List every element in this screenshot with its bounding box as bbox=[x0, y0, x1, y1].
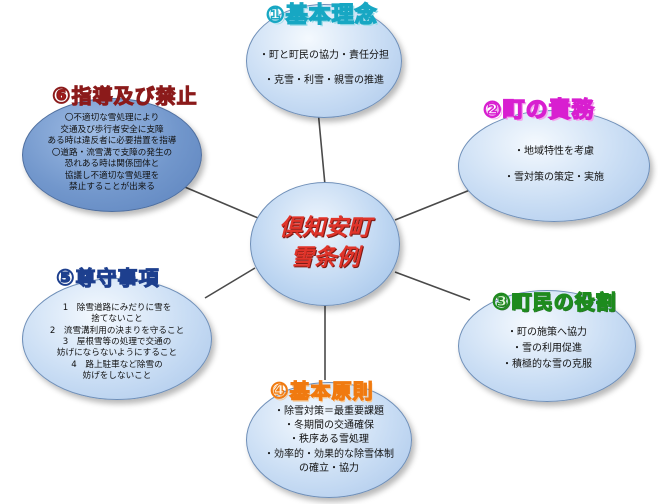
section-number: ③ bbox=[491, 289, 512, 315]
section-bubble-s3: ・町の施策へ協力 ・雪の利用促進 ・積極的な雪の克服 bbox=[458, 290, 636, 402]
connector-to-s5 bbox=[204, 267, 256, 299]
section-item: ・効率的・効果的な除雪体制 bbox=[264, 448, 394, 460]
section-item: 禁止することが出来る bbox=[69, 182, 155, 193]
section-item: ・町と町民の協力・責任分担 bbox=[259, 50, 389, 61]
section-item: 〇道路・流雪溝で支障の発生の bbox=[51, 147, 173, 158]
section-item: ・町の施策へ協力 bbox=[507, 327, 587, 338]
section-heading-s6: ⑥指導及び禁止 bbox=[51, 80, 198, 109]
section-item: 恐れある時は関係団体と bbox=[64, 159, 160, 170]
section-title: 尊守事項 bbox=[75, 265, 160, 290]
section-items-s6: 〇不適切な雪処理により 交通及び歩行者安全に支障 ある時は違反者に必要措置を指導… bbox=[23, 113, 201, 194]
connector-to-s6 bbox=[179, 184, 259, 219]
section-items-s2: ・地域特性を考慮 ・雪対策の策定・実施 bbox=[459, 139, 649, 191]
section-title: 基本理念 bbox=[285, 2, 378, 28]
section-item: 〇不適切な雪処理により bbox=[64, 113, 160, 123]
section-heading-s2: ②町の責務 bbox=[482, 92, 595, 124]
section-title: 町民の役割 bbox=[511, 289, 617, 314]
section-item: 3 屋根雪等の処理で交通の bbox=[62, 337, 172, 348]
center-bubble: 倶知安町 雪条例 bbox=[250, 182, 400, 306]
section-items-s3: ・町の施策へ協力 ・雪の利用促進 ・積極的な雪の克服 bbox=[459, 325, 635, 373]
connector-to-s1 bbox=[317, 109, 326, 186]
section-item: ある時は違反者に必要措置を指導 bbox=[47, 136, 177, 147]
section-heading-s1: ①基本理念 bbox=[265, 0, 378, 29]
section-item: ・雪の利用促進 bbox=[512, 343, 582, 354]
section-number: ④ bbox=[269, 378, 290, 404]
section-title: 基本原則 bbox=[289, 378, 374, 403]
section-item: 2 流雪溝利用の決まりを守ること bbox=[49, 325, 185, 336]
section-item: ・積極的な雪の克服 bbox=[502, 359, 592, 370]
section-item: 協議し不適切な雪処理を bbox=[64, 170, 160, 181]
section-items-s5: 1 除雪道路にみだりに雪を 捨てないこと 2 流雪溝利用の決まりを守ること 3 … bbox=[23, 303, 211, 382]
section-bubble-s5: 1 除雪道路にみだりに雪を 捨てないこと 2 流雪溝利用の決まりを守ること 3 … bbox=[22, 278, 212, 400]
section-number: ⑤ bbox=[55, 265, 76, 291]
section-heading-s4: ④基本原則 bbox=[269, 375, 374, 404]
section-item: 妨げにならないようにすること bbox=[56, 348, 178, 359]
section-bubble-s1: ・町と町民の協力・責任分担 ・克雪・利雪・親雪の推進 bbox=[246, 4, 402, 118]
section-item: 捨てないこと bbox=[91, 314, 143, 325]
section-item: 4 路上駐車など除雪の bbox=[71, 359, 163, 370]
section-items-s1: ・町と町民の協力・責任分担 ・克雪・利雪・親雪の推進 bbox=[247, 43, 401, 93]
section-title: 指導及び禁止 bbox=[71, 83, 198, 108]
section-heading-s5: ⑤尊守事項 bbox=[55, 262, 160, 291]
section-title: 町の責務 bbox=[502, 97, 595, 123]
section-items-s4: ・除雪対策＝最重要課題 ・冬期間の交通確保 ・秩序ある雪処理 ・効率的・効果的な… bbox=[247, 405, 411, 476]
section-item: 交通及び歩行者安全に支障 bbox=[60, 124, 164, 135]
section-item: ・地域特性を考慮 bbox=[514, 146, 594, 157]
section-item: ・除雪対策＝最重要課題 bbox=[274, 406, 384, 417]
section-item: 1 除雪道路にみだりに雪を bbox=[62, 303, 172, 313]
section-number: ② bbox=[482, 97, 503, 123]
section-item: 妨げをしないこと bbox=[82, 371, 152, 382]
section-bubble-s6: 〇不適切な雪処理により 交通及び歩行者安全に支障 ある時は違反者に必要措置を指導… bbox=[22, 98, 202, 212]
section-bubble-s4: ・除雪対策＝最重要課題 ・冬期間の交通確保 ・秩序ある雪処理 ・効率的・効果的な… bbox=[246, 382, 412, 498]
section-number: ① bbox=[265, 2, 286, 28]
connector-to-s2 bbox=[394, 189, 471, 221]
center-title-line: 雪条例 bbox=[290, 243, 360, 271]
section-item: ・冬期間の交通確保 bbox=[284, 420, 374, 432]
section-bubble-s2: ・地域特性を考慮 ・雪対策の策定・実施 bbox=[458, 110, 650, 222]
section-item: ・秩序ある雪処理 bbox=[289, 434, 369, 446]
center-title: 倶知安町 雪条例 bbox=[251, 213, 399, 273]
section-number: ⑥ bbox=[51, 83, 72, 109]
connector-to-s3 bbox=[394, 271, 471, 301]
center-title-line: 倶知安町 bbox=[279, 214, 371, 241]
section-item: ・克雪・利雪・親雪の推進 bbox=[264, 75, 384, 86]
section-item: の確立・協力 bbox=[299, 462, 359, 474]
section-heading-s3: ③町民の役割 bbox=[491, 286, 617, 315]
section-item: ・雪対策の策定・実施 bbox=[504, 172, 604, 183]
